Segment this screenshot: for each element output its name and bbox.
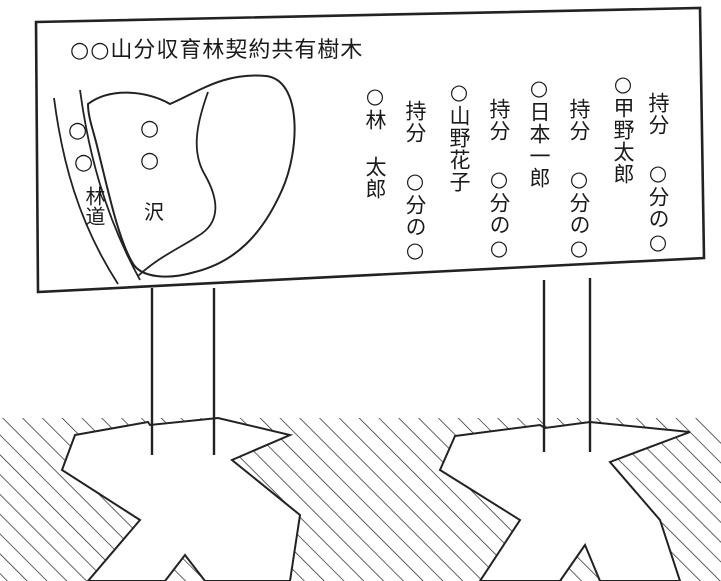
owner-name-3: ○山野花子 (447, 80, 471, 193)
owner-share-3: 持分 ○分の○ (487, 98, 511, 261)
owner-share-2: 持分 ○分の○ (567, 98, 591, 261)
forest-parcel-outline (86, 74, 296, 278)
forest-road-edge-inner (79, 89, 141, 281)
owner-name-4: ○林 太郎 (363, 84, 387, 200)
stream-line (137, 91, 217, 277)
owner-share-1: 持分 ○分の○ (646, 92, 670, 255)
left-post-base (60, 416, 302, 581)
owner-name-2: ○日本一郎 (527, 76, 551, 189)
parcel-marker-bottom: ○ (140, 148, 160, 173)
owner-name-1: ○甲野太郎 (611, 72, 635, 185)
right-post-base (438, 420, 691, 581)
forest-road-edge-outer (53, 97, 119, 285)
stream-label: 沢 (144, 200, 164, 224)
right-post (542, 278, 592, 452)
owner-share-4: 持分 ○分の○ (403, 100, 427, 263)
road-marker-top: ○ (68, 118, 88, 143)
forest-road-label: 林道 (82, 186, 106, 226)
sign-title: ○○山分収育林契約共有樹木 (70, 38, 364, 63)
parcel-marker-top: ○ (140, 116, 160, 141)
road-marker-bottom: ○ (74, 150, 94, 175)
signboard (34, 6, 706, 294)
left-post (150, 288, 216, 455)
